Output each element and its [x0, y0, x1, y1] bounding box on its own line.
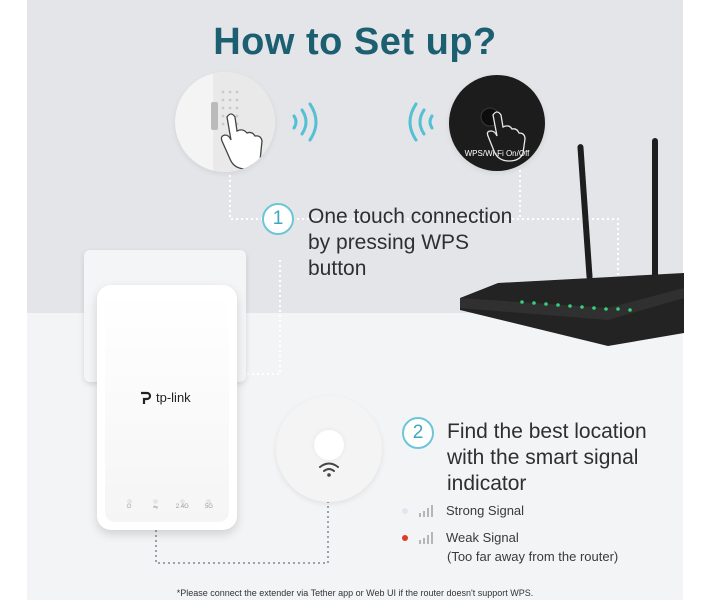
step-1-text: One touch connection by pressing WPS but…: [308, 204, 512, 282]
led-signal: ⇋: [146, 499, 166, 511]
step-1-line-1: One touch connection: [308, 205, 513, 228]
weak-signal-label: Weak Signal: [446, 530, 519, 545]
connector-to-router: [297, 218, 619, 290]
weak-signal-dot: [402, 534, 408, 541]
router-button-label: WPS/Wi-Fi On/Off: [464, 149, 530, 158]
step-2-line-1: Find the best location: [447, 420, 647, 443]
weak-signal-detail: (Too far away from the router): [447, 549, 619, 564]
strong-signal-label: Strong Signal: [446, 503, 525, 518]
led-power: ⏻: [119, 499, 139, 511]
page-title: How to Set up?: [213, 21, 497, 64]
wifi-wave-icon: [408, 102, 434, 142]
connector-extender-side: [240, 260, 281, 375]
signal-led-closeup: [276, 396, 382, 502]
tp-link-logo-icon: [141, 391, 152, 404]
signal-bars-icon: [419, 531, 433, 544]
step-2-badge: 2: [402, 417, 434, 449]
extender-wps-closeup: [175, 72, 275, 172]
wifi-signal-icon: [319, 462, 339, 477]
led-5g: 5G: [199, 499, 219, 511]
extender-brand: tp-link: [137, 389, 191, 405]
step-1-badge: 1: [262, 203, 294, 235]
router-led-strip: [520, 300, 632, 312]
extender-face: [105, 293, 229, 522]
range-extender: tp-link ⏻ ⇋ 2.4G 5G: [97, 285, 237, 530]
router-wps-closeup: WPS/Wi-Fi On/Off: [449, 75, 545, 171]
router-image: [460, 138, 684, 346]
step-1-line-2: by pressing WPS: [308, 231, 470, 254]
led-2g: 2.4G: [172, 499, 192, 511]
signal-bars-icon: [419, 504, 433, 517]
legend-weak: Weak Signal: [402, 530, 519, 545]
led-ring: [314, 430, 344, 460]
extender-brand-text: tp-link: [156, 389, 191, 405]
step-1-line-3: button: [308, 257, 367, 280]
strong-signal-dot: [402, 507, 408, 514]
hand-press-icon: [211, 72, 275, 172]
legend-strong: Strong Signal: [402, 503, 524, 518]
extender-led-row: ⏻ ⇋ 2.4G 5G: [119, 499, 219, 511]
hand-press-icon: [480, 107, 526, 162]
footnote: *Please connect the extender via Tether …: [176, 588, 534, 598]
step-2-text: Find the best location with the smart si…: [447, 419, 647, 497]
step-2-line-2: with the smart signal: [447, 446, 639, 469]
wifi-wave-icon: [292, 102, 318, 142]
step-2-line-3: indicator: [447, 472, 527, 495]
connector-signal-led: [155, 500, 329, 564]
connector-wps-extender: [229, 175, 262, 220]
